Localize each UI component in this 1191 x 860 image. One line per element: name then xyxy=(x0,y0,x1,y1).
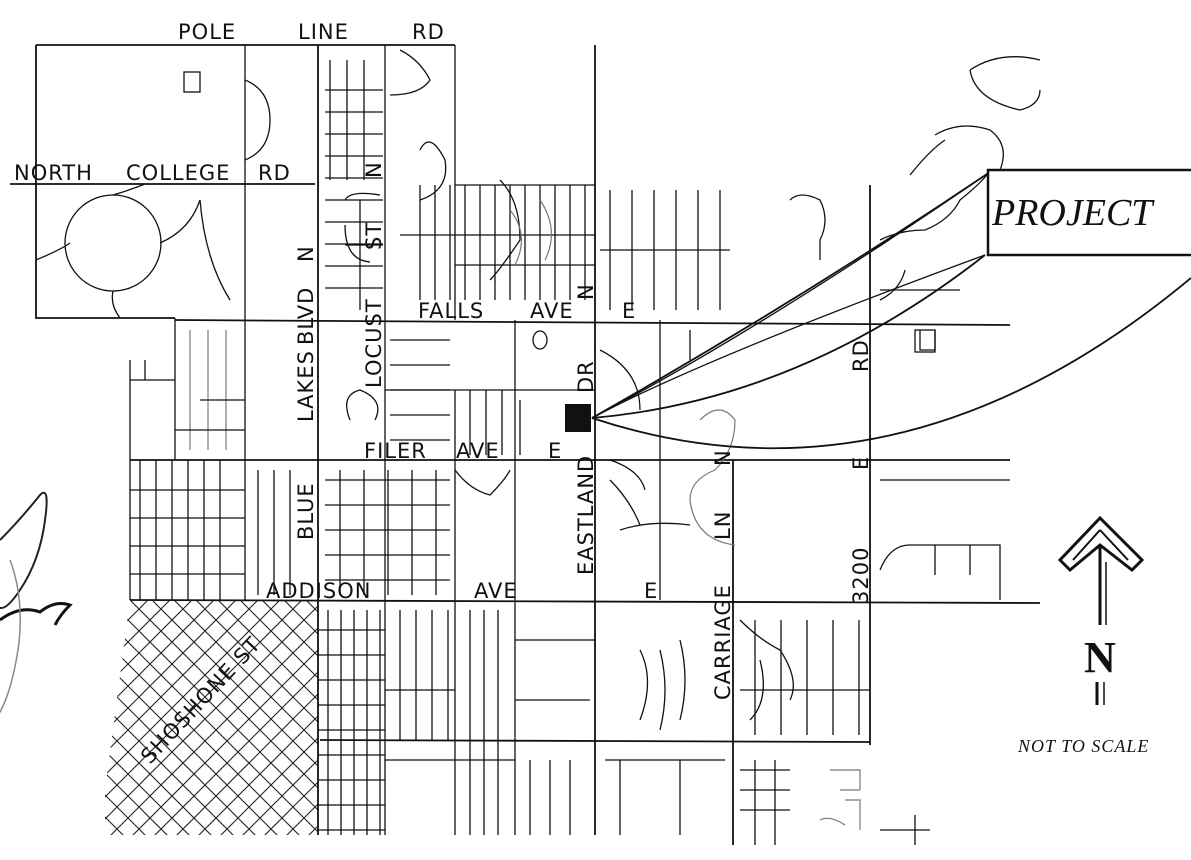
street-segment xyxy=(105,600,171,835)
street-segment xyxy=(0,600,104,860)
carriage-ln-label-3: N xyxy=(711,449,735,466)
north-college-rd-label-3: RD xyxy=(258,161,291,185)
street-segment xyxy=(460,600,720,860)
blue-lakes-blvd-label-3: BLVD xyxy=(294,287,318,345)
north-letter: N xyxy=(1084,633,1116,682)
falls-ave-label-2: AVE xyxy=(530,299,574,323)
street-segment xyxy=(151,600,318,835)
street-segment xyxy=(239,600,318,835)
street-segment xyxy=(526,600,786,860)
street-segment xyxy=(394,600,654,860)
north-college-rd-label-1: NORTH xyxy=(14,161,93,185)
north-college-rd-label-2: COLLEGE xyxy=(126,161,230,185)
street-segment xyxy=(350,600,610,860)
street-segment xyxy=(217,600,318,835)
e3200-rd-label-1: 3200 xyxy=(849,547,873,604)
shoshone-diagonal-grid xyxy=(0,600,830,860)
signature-mark xyxy=(0,491,73,714)
e3200-rd-label-2: E xyxy=(849,456,873,470)
minor-streets xyxy=(130,60,1010,835)
street-segment xyxy=(195,600,318,835)
eastland-dr-label-3: N xyxy=(574,283,598,300)
street-segment xyxy=(107,600,318,835)
filer-ave-label-3: E xyxy=(548,439,562,463)
addison-ave-label-3: E xyxy=(644,579,658,603)
street-segment xyxy=(105,600,193,835)
street-segment xyxy=(372,600,632,860)
street-segment xyxy=(0,600,60,860)
street-segment xyxy=(105,600,215,835)
street-segment xyxy=(105,600,303,835)
street-segment xyxy=(105,600,193,835)
street-segment xyxy=(350,600,610,860)
carriage-ln-label-1: CARRIAGE xyxy=(711,584,735,700)
street-segment xyxy=(129,600,318,835)
filer-ave-label-2: AVE xyxy=(456,439,500,463)
street-segment xyxy=(105,600,215,835)
falls-ave-label-1: FALLS xyxy=(418,299,484,323)
street-segment xyxy=(105,600,171,835)
e3200-rd-label-3: RD xyxy=(849,339,873,372)
street-segment xyxy=(105,600,281,835)
street-segment xyxy=(195,600,318,835)
street-segment xyxy=(105,600,237,835)
filer-ave-label-1: FILER xyxy=(364,439,427,463)
street-segment xyxy=(261,600,318,835)
north-arrow: N NOT TO SCALE xyxy=(1017,515,1149,756)
street-segment xyxy=(105,600,237,835)
eastland-dr-label-1: EASTLAND xyxy=(574,455,598,575)
street-segment xyxy=(0,600,104,860)
street-segment xyxy=(105,600,318,835)
street-segment xyxy=(438,600,698,860)
street-segment xyxy=(372,600,632,860)
pole-line-rd-label-3: RD xyxy=(412,20,445,44)
street-segment xyxy=(548,600,808,860)
carriage-ln-label-2: LN xyxy=(711,511,735,540)
street-segment xyxy=(570,600,830,860)
street-segment xyxy=(0,600,82,860)
blue-lakes-blvd-label-1: BLUE xyxy=(294,482,318,540)
pole-line-rd-label-2: LINE xyxy=(298,20,349,44)
street-segment xyxy=(482,600,742,860)
street-segment xyxy=(482,600,742,860)
street-segment xyxy=(261,600,318,835)
street-segment xyxy=(570,600,830,860)
street-segment xyxy=(394,600,654,860)
locust-st-label-2: ST xyxy=(362,222,386,250)
project-label-box xyxy=(986,168,1191,257)
street-segment xyxy=(526,600,786,860)
street-segment xyxy=(105,600,149,835)
curved-streets xyxy=(35,49,1041,845)
eastland-dr-label-2: DR xyxy=(574,360,598,393)
street-segment xyxy=(0,600,82,860)
addison-ave-label-2: AVE xyxy=(474,579,518,603)
blue-lakes-blvd-label-2: LAKES xyxy=(294,350,318,422)
street-segment xyxy=(239,600,318,835)
addison-ave-label-1: ADDISON xyxy=(266,579,371,603)
locust-st-label-1: LOCUST xyxy=(362,298,386,388)
project-callout: PROJECT xyxy=(565,168,1191,450)
street-segment xyxy=(460,600,720,860)
street-segment xyxy=(173,600,318,835)
project-label: PROJECT xyxy=(991,192,1155,234)
street-segment xyxy=(438,600,698,860)
locust-st-label-3: N xyxy=(362,161,386,178)
major-roads xyxy=(10,44,1041,845)
street-segment xyxy=(0,600,60,860)
street-segment xyxy=(548,600,808,860)
blue-lakes-blvd-label-4: N xyxy=(294,245,318,262)
project-marker xyxy=(565,404,591,432)
street-segment xyxy=(105,600,259,835)
street-segment xyxy=(105,600,318,835)
street-segment xyxy=(105,600,149,835)
not-to-scale-note: NOT TO SCALE xyxy=(1017,736,1149,756)
pole-line-rd-label-1: POLE xyxy=(178,20,236,44)
street-segment xyxy=(217,600,318,835)
falls-ave-label-3: E xyxy=(622,299,636,323)
